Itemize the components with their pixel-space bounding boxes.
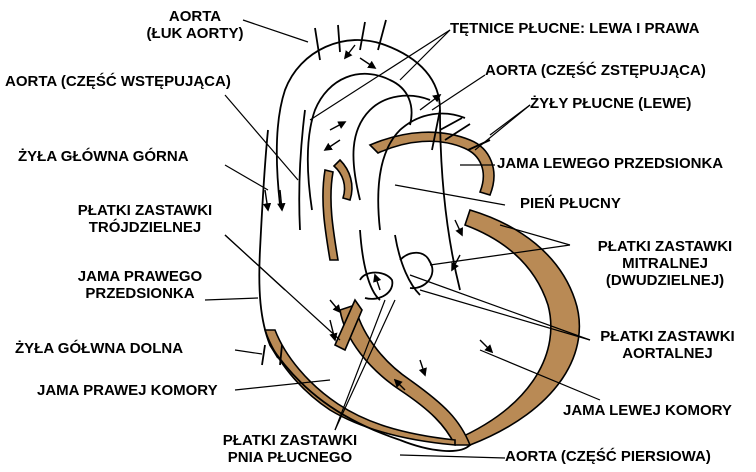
label-platki-trojdzielnej-line2: TRÓJDZIELNEJ [60, 219, 230, 236]
label-jama-lewego-przedsionka: JAMA LEWEGO PRZEDSIONKA [497, 155, 723, 172]
label-aorta-luk-line2: (ŁUK AORTY) [120, 25, 270, 42]
label-jama-prawego-przedsionka-line2: PRZEDSIONKA [70, 285, 210, 302]
label-platki-trojdzielnej: PŁATKI ZASTAWKI TRÓJDZIELNEJ [60, 202, 230, 236]
label-platki-mitralnej: PŁATKI ZASTAWKI MITRALNEJ (DWUDZIELNEJ) [585, 238, 745, 289]
label-zyly-plucne: ŻYŁY PŁUCNE (LEWE) [530, 95, 691, 112]
label-platki-pnia-plucnego-line1: PŁATKI ZASTAWKI [210, 432, 370, 449]
label-aorta-zstepujaca: AORTA (CZĘŚĆ ZSTĘPUJĄCA) [485, 62, 706, 79]
label-aorta-luk: AORTA (ŁUK AORTY) [120, 8, 270, 42]
label-jama-prawego-przedsionka-line1: JAMA PRAWEGO [70, 268, 210, 285]
label-tetnice-plucne: TĘTNICE PŁUCNE: LEWA I PRAWA [450, 20, 699, 37]
label-jama-lewej-komory: JAMA LEWEJ KOMORY [563, 402, 732, 419]
label-zyla-glowna-gorna: ŻYŁA GŁÓWNA GÓRNA [18, 148, 189, 165]
heart-outline [259, 20, 490, 451]
label-platki-mitralnej-line1: PŁATKI ZASTAWKI [585, 238, 745, 255]
label-platki-mitralnej-line2: MITRALNEJ [585, 255, 745, 272]
label-jama-prawej-komory: JAMA PRAWEJ KOMORY [37, 382, 218, 399]
label-jama-prawego-przedsionka: JAMA PRAWEGO PRZEDSIONKA [70, 268, 210, 302]
label-platki-trojdzielnej-line1: PŁATKI ZASTAWKI [60, 202, 230, 219]
label-platki-mitralnej-line3: (DWUDZIELNEJ) [585, 272, 745, 289]
label-aorta-luk-line1: AORTA [120, 8, 270, 25]
label-platki-aortalnej-line2: AORTALNEJ [585, 345, 750, 362]
label-aorta-wstepujaca: AORTA (CZĘŚĆ WSTĘPUJĄCA) [5, 73, 231, 90]
label-platki-aortalnej: PŁATKI ZASTAWKI AORTALNEJ [585, 328, 750, 362]
label-platki-pnia-plucnego-line2: PNIA PŁUCNEGO [210, 449, 370, 466]
label-platki-aortalnej-line1: PŁATKI ZASTAWKI [585, 328, 750, 345]
heart-muscle [265, 132, 579, 445]
label-zyla-glowna-dolna: ŻYŁA GÓŁWNA DOLNA [15, 340, 183, 357]
label-aorta-piersiowa: AORTA (CZĘŚĆ PIERSIOWA) [505, 448, 711, 465]
label-pien-plucny: PIEŃ PŁUCNY [520, 195, 621, 212]
label-platki-pnia-plucnego: PŁATKI ZASTAWKI PNIA PŁUCNEGO [210, 432, 370, 466]
